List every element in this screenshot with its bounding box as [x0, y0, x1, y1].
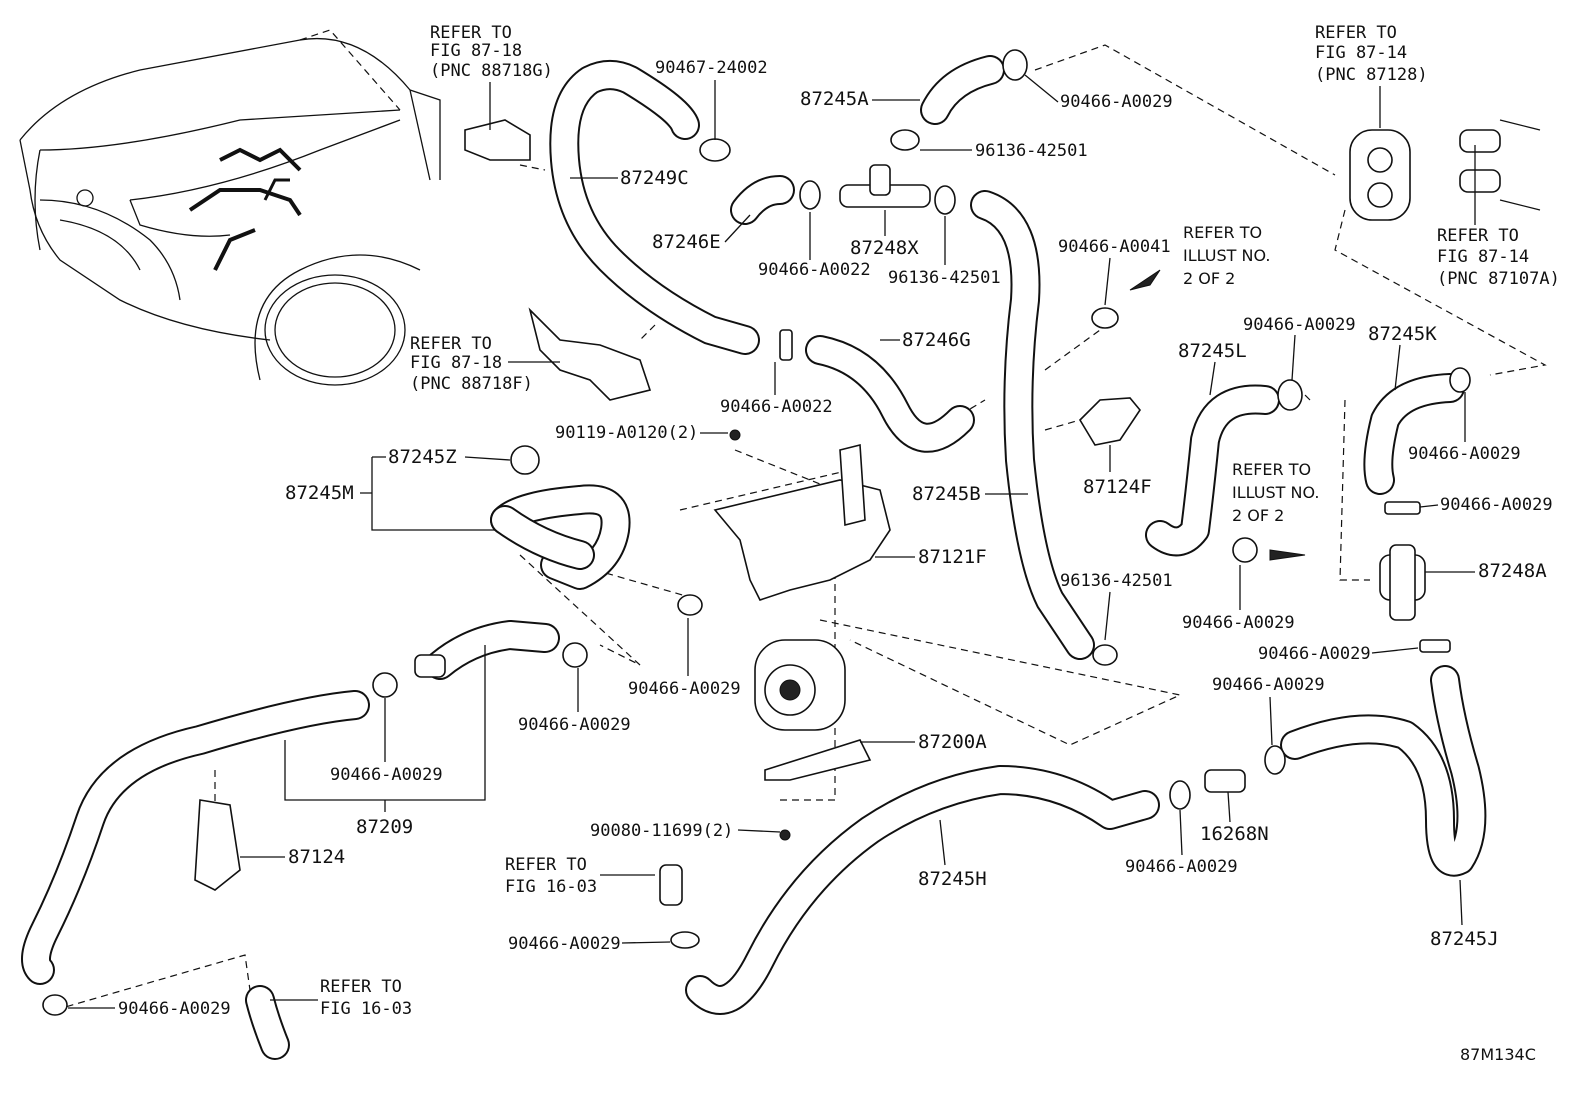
label-87124F: 87124F	[1083, 476, 1152, 498]
ref-88718G-line2: FIG 87-18	[430, 41, 522, 61]
label-90466-A0029-R1: 90466-A0029	[1440, 495, 1553, 515]
part-labels: 87245A 90467-24002 90466-A0029 96136-425…	[68, 58, 1553, 1019]
vehicle-front-illustration	[19, 29, 441, 386]
ref-88718F-line1: REFER TO	[410, 334, 492, 354]
label-90466-A0029-h2: 90466-A0029	[628, 679, 741, 699]
label-90080-11699: 90080-11699(2)	[590, 821, 733, 841]
ref-illust-a-line1: REFER TO	[1183, 223, 1262, 242]
label-90119-A0120: 90119-A0120(2)	[555, 423, 698, 443]
refer-notes: REFER TO FIG 87-18 (PNC 88718G) REFER TO…	[270, 23, 1560, 1019]
ref-87128-line3: (PNC 87128)	[1315, 65, 1428, 85]
label-90466-A0029-16: 90466-A0029	[330, 765, 443, 785]
label-90466-A0029-ll: 90466-A0029	[118, 999, 231, 1019]
ref-88718G-line1: REFER TO	[430, 23, 512, 43]
label-90466-A0029-H: 90466-A0029	[1125, 857, 1238, 877]
label-90466-A0029-mid: 90466-A0029	[1182, 613, 1295, 633]
ref-87107A-line2: FIG 87-14	[1437, 247, 1529, 267]
label-87245Z: 87245Z	[388, 446, 457, 468]
ref-87128-line1: REFER TO	[1315, 23, 1397, 43]
label-87249C: 87249C	[620, 167, 689, 189]
label-90466-A0029-bot: 90466-A0029	[508, 934, 621, 954]
label-90466-A0029-L: 90466-A0029	[1243, 315, 1356, 335]
label-87248A: 87248A	[1478, 560, 1547, 582]
label-96136-42501-top: 96136-42501	[975, 141, 1088, 161]
label-87245B: 87245B	[912, 483, 981, 505]
ref-illust-a-line3: 2 OF 2	[1183, 269, 1235, 288]
ref-87107A-line1: REFER TO	[1437, 226, 1519, 246]
label-87121F: 87121F	[918, 546, 987, 568]
label-90466-A0041: 90466-A0041	[1058, 237, 1171, 257]
label-87245J: 87245J	[1430, 928, 1499, 950]
diagram-code: 87M134C	[1460, 1045, 1536, 1064]
label-90466-A0029-top: 90466-A0029	[1060, 92, 1173, 112]
components	[42, 49, 1541, 1016]
label-90466-A0022-a: 90466-A0022	[758, 260, 871, 280]
ref-88718F-line3: (PNC 88718F)	[410, 374, 533, 394]
ref-87107A-line3: (PNC 87107A)	[1437, 269, 1560, 289]
ref-illust-b-line2: ILLUST NO.	[1232, 483, 1319, 502]
label-87245H: 87245H	[918, 868, 987, 890]
label-87248X: 87248X	[850, 237, 919, 259]
ref-illust-b-line1: REFER TO	[1232, 460, 1311, 479]
label-87209: 87209	[356, 816, 413, 838]
label-96136-42501-c: 96136-42501	[1060, 571, 1173, 591]
label-87200A: 87200A	[918, 731, 987, 753]
ref-88718G-line3: (PNC 88718G)	[430, 61, 553, 81]
ref-16-03-b-line2: FIG 16-03	[320, 999, 412, 1019]
ref-16-03-a-line2: FIG 16-03	[505, 877, 597, 897]
ref-illust-a-line2: ILLUST NO.	[1183, 246, 1270, 265]
ref-16-03-b-line1: REFER TO	[320, 977, 402, 997]
ref-87128-line2: FIG 87-14	[1315, 43, 1407, 63]
label-16268N: 16268N	[1200, 823, 1269, 845]
label-87245L: 87245L	[1178, 340, 1247, 362]
label-90466-A0022-b: 90466-A0022	[720, 397, 833, 417]
label-87245K: 87245K	[1368, 323, 1437, 345]
label-90466-A0029-h3: 90466-A0029	[518, 715, 631, 735]
label-87245M: 87245M	[285, 482, 354, 504]
label-87246E: 87246E	[652, 231, 721, 253]
label-96136-42501-b: 96136-42501	[888, 268, 1001, 288]
ref-illust-b-line3: 2 OF 2	[1232, 506, 1284, 525]
label-90467-24002: 90467-24002	[655, 58, 768, 78]
label-90466-A0029-K: 90466-A0029	[1408, 444, 1521, 464]
label-87245A: 87245A	[800, 88, 869, 110]
hoses	[21, 55, 1487, 1060]
ref-16-03-a-line1: REFER TO	[505, 855, 587, 875]
label-87246G: 87246G	[902, 329, 971, 351]
label-90466-A0029-h1: 90466-A0029	[1212, 675, 1325, 695]
ref-88718F-line2: FIG 87-18	[410, 353, 502, 373]
label-90466-A0029-R2: 90466-A0029	[1258, 644, 1371, 664]
label-87124: 87124	[288, 846, 345, 868]
